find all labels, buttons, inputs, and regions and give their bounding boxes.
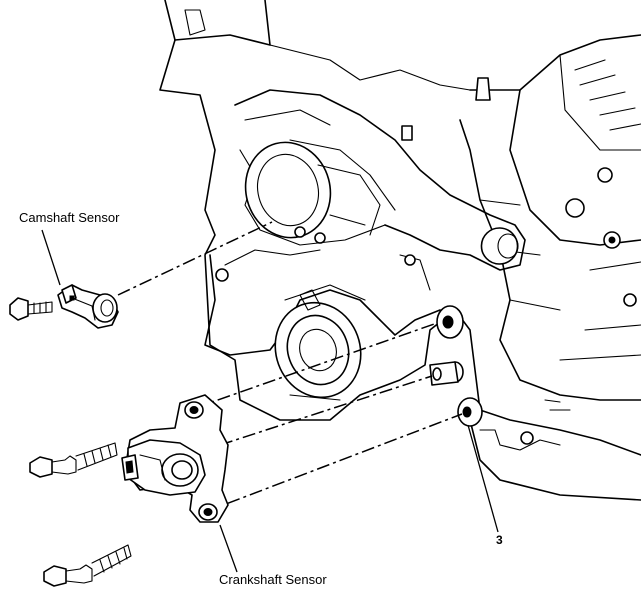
- crankshaft-balancer: [274, 284, 366, 401]
- callout-number-3: 3: [496, 533, 503, 547]
- crankshaft-sensor-label: Crankshaft Sensor: [219, 572, 327, 587]
- callout-3-leader: [467, 424, 499, 533]
- crankshaft-sensor: [29, 394, 238, 587]
- oil-pan: [469, 399, 641, 501]
- engine-block: [159, 0, 641, 456]
- alignment-lines: [117, 221, 463, 513]
- camshaft-sensor: [9, 229, 119, 329]
- water-pump: [204, 89, 526, 356]
- block-mounting-bosses: [429, 305, 483, 427]
- camshaft-sensor-label: Camshaft Sensor: [19, 210, 120, 225]
